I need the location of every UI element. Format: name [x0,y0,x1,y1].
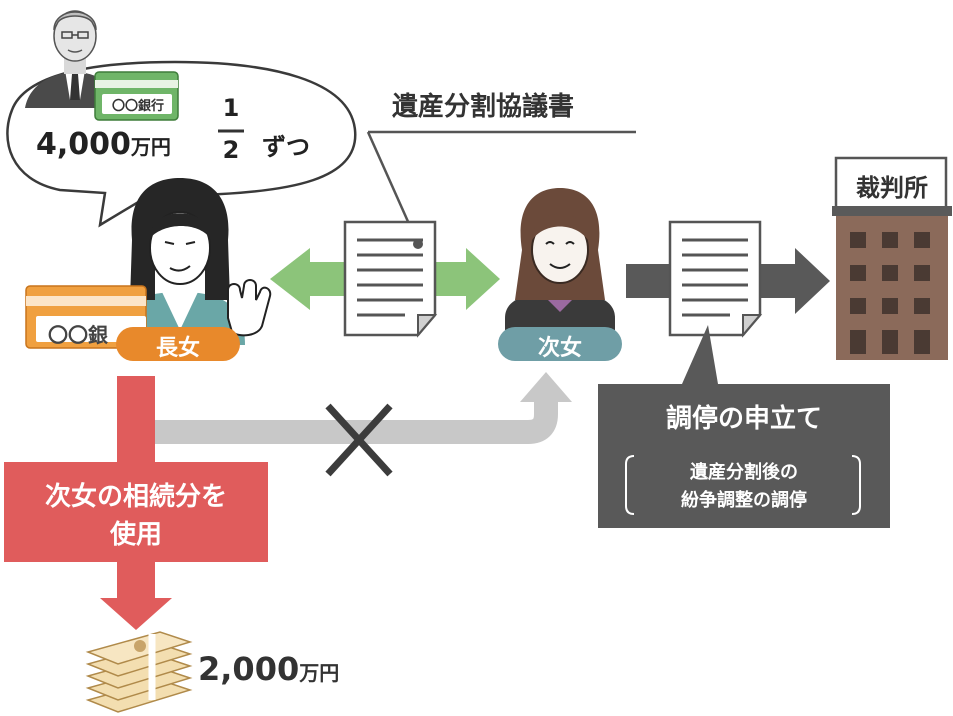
misuse-text-line1: 次女の相続分を [44,482,227,512]
inheritance-amount-number: 4,000 [36,127,131,162]
agreement-document-icon [343,220,438,338]
mediation-document-icon [668,220,763,338]
mediation-title: 調停の申立て [665,404,822,434]
mediation-detail-line1: 遺産分割後の [690,462,798,483]
blocked-path-arrow [152,372,572,444]
inheritance-amount-unit: 万円 [130,135,171,159]
eldest-label-pill [116,327,240,361]
money-amount: 2,000万円 [198,650,339,688]
mediation-callout [598,325,890,528]
court-building-icon [832,156,952,360]
red-misuse-arrow [4,376,268,630]
green-card-label: 〇〇銀行 [111,99,164,114]
agreement-title: 遺産分割協議書 [392,92,575,122]
money-stack-icon [85,631,193,713]
second-daughter-icon [505,188,615,330]
money-amount-number: 2,000 [198,650,300,688]
fraction-denominator: 2 [222,136,240,164]
court-label: 裁判所 [856,174,928,202]
orange-card-label: 〇〇銀 [48,323,108,347]
misuse-text-line2: 使用 [109,520,162,550]
fraction-numerator: 1 [222,94,240,122]
bank-card-green [94,71,179,121]
inheritance-amount: 4,000万円 [36,127,171,162]
money-amount-unit: 万円 [299,661,340,685]
cross-mark-icon [325,403,393,477]
eldest-label: 長女 [155,336,200,361]
fraction-suffix: ずつ [262,133,310,161]
second-label-pill [498,327,622,361]
mediation-detail-line2: 紛争調整の調停 [681,490,807,511]
second-label: 次女 [537,336,582,361]
